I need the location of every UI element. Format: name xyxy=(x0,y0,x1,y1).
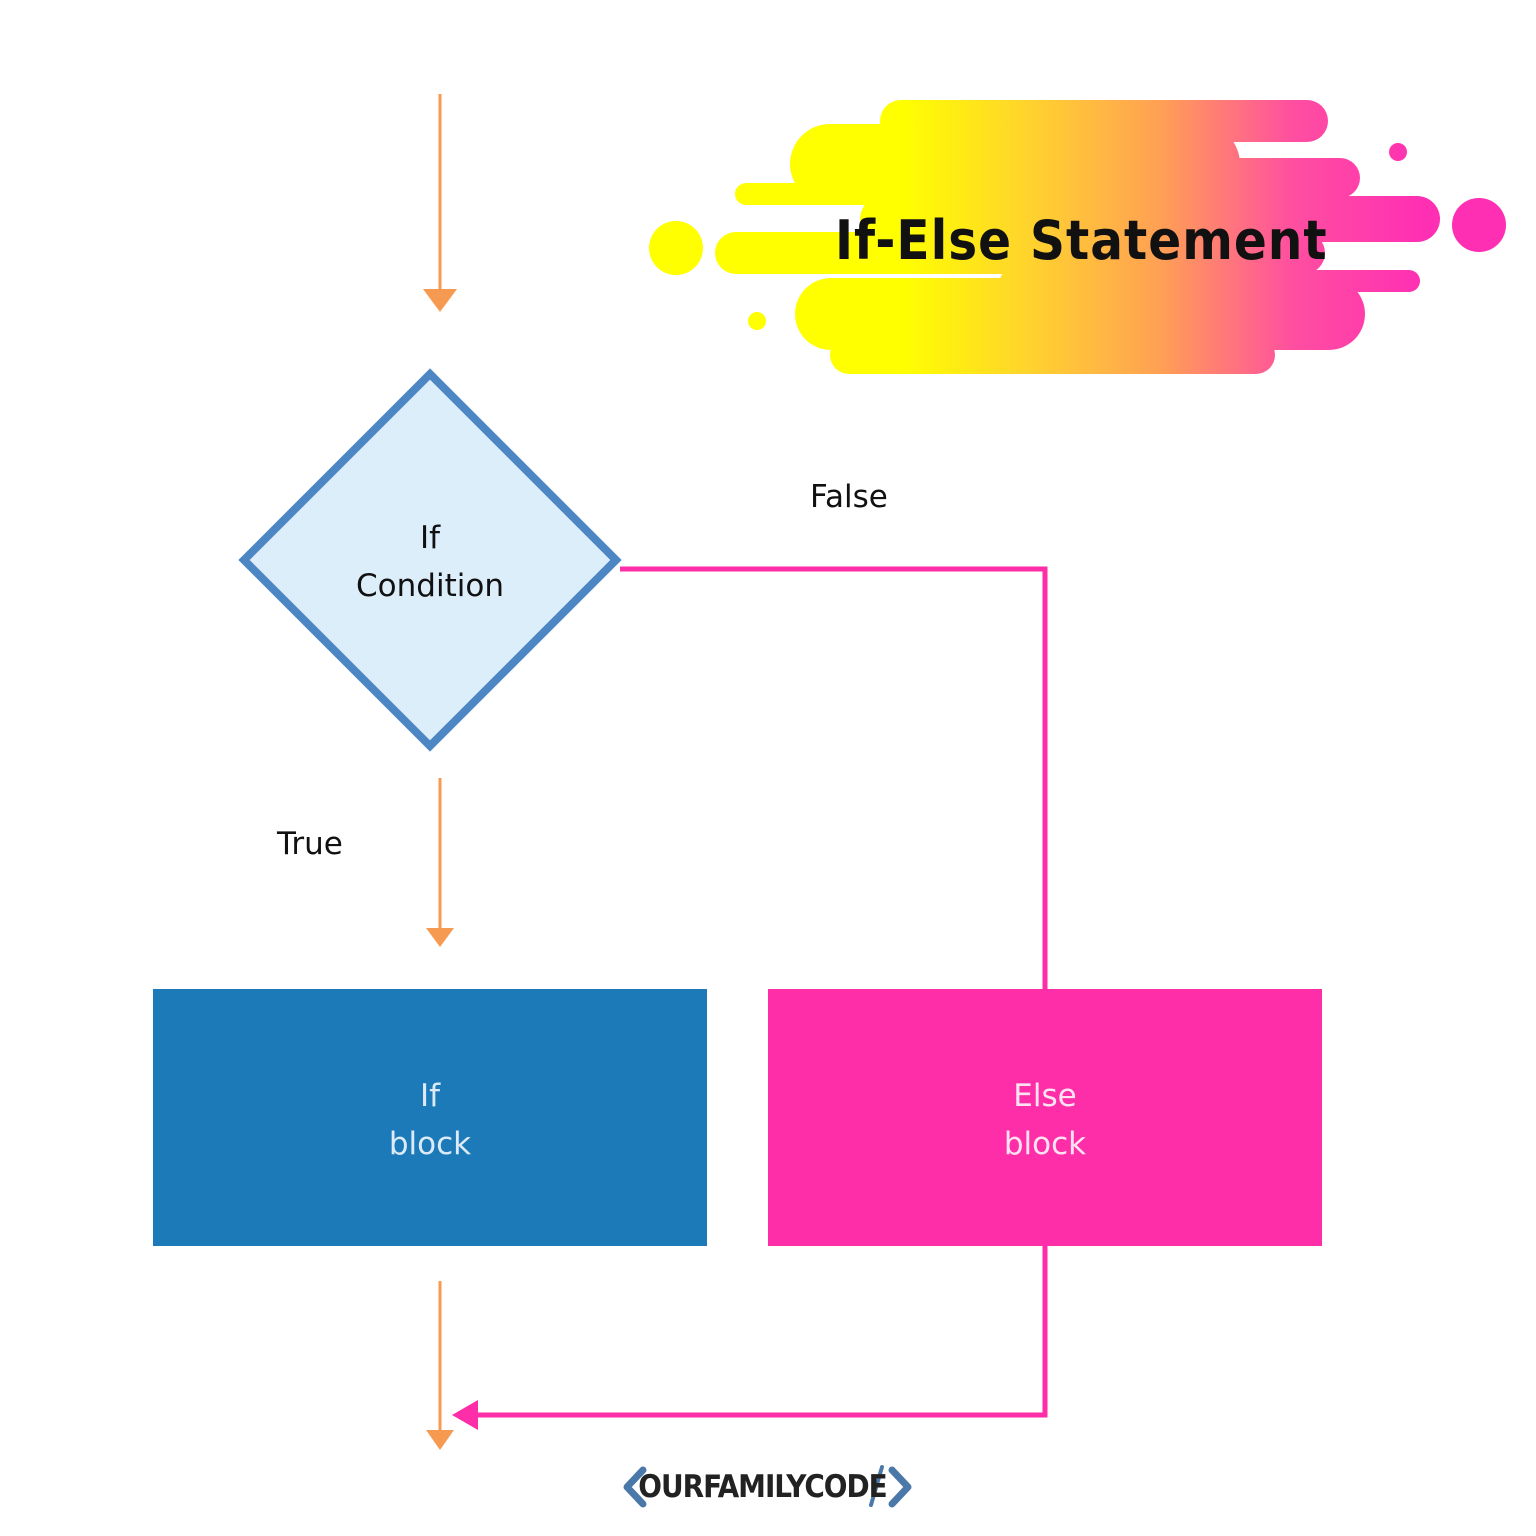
false-label: False xyxy=(810,479,888,515)
else-merge-arrow xyxy=(452,1246,1048,1430)
if-block-label-line1: If xyxy=(419,1078,441,1114)
code-bracket-icon xyxy=(623,1465,912,1508)
if-block xyxy=(153,989,707,1246)
exit-arrow xyxy=(426,1281,454,1450)
else-block-label-line2: block xyxy=(1003,1126,1087,1162)
else-block xyxy=(768,989,1322,1246)
else-block-label: Else block xyxy=(768,1070,1322,1170)
diagram-title: If-Else Statement xyxy=(835,209,1328,272)
false-branch-line xyxy=(620,566,1048,990)
else-block-label-line1: Else xyxy=(1013,1078,1077,1114)
condition-label-line2: Condition xyxy=(356,568,504,604)
true-branch-arrow xyxy=(426,778,454,947)
condition-label-line1: If xyxy=(419,520,441,556)
true-label: True xyxy=(277,826,343,862)
condition-diamond xyxy=(238,368,622,752)
condition-label: If Condition xyxy=(300,512,560,612)
entry-arrow xyxy=(423,94,457,312)
if-block-label-line2: block xyxy=(388,1126,472,1162)
if-block-label: If block xyxy=(153,1070,707,1170)
brand-logo: OURFAMILYCODE xyxy=(638,1462,887,1512)
brand-name: OURFAMILYCODE xyxy=(638,1469,887,1505)
title-splash-decoration xyxy=(649,100,1506,374)
